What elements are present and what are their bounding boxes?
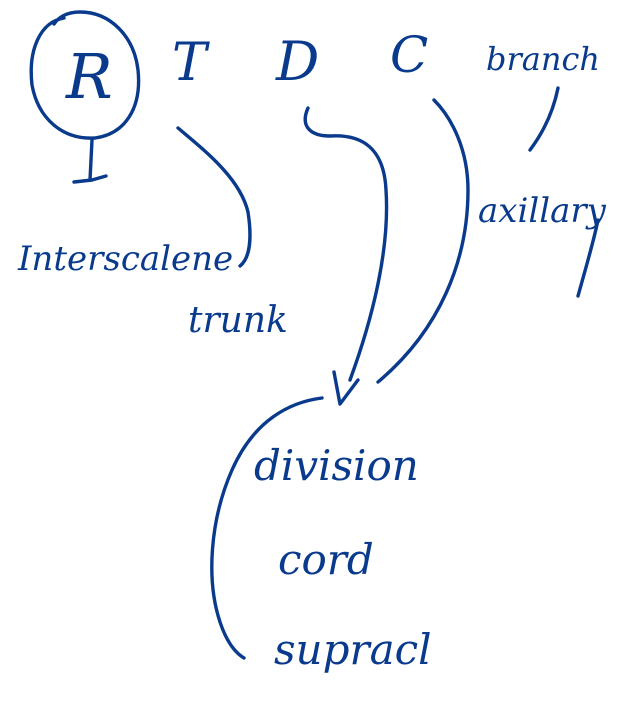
arc-division-to-supracl [210,396,324,660]
letter-c: C [390,26,428,84]
letter-r: R [65,40,113,113]
arrow-r-head [72,174,108,184]
word-branch: branch [486,40,600,78]
curve-t-to-trunk [176,126,252,268]
label-supracl: supracl [274,625,432,674]
letter-t: T [172,33,210,93]
curve-d-to-division [303,106,389,382]
arrow-r-to-interscalene [88,138,94,182]
letter-d: D [275,30,319,93]
label-interscalene: Interscalene [17,239,233,279]
label-axillary: axillary [478,191,607,231]
label-cord: cord [278,535,374,584]
line-branch [528,86,560,152]
arrow-d-head [332,370,360,406]
circle-around-r [29,10,141,140]
line-axillary-tail [576,218,600,298]
label-division: division [254,441,419,490]
curve-c-to-cord [376,98,470,384]
label-trunk: trunk [188,300,288,341]
